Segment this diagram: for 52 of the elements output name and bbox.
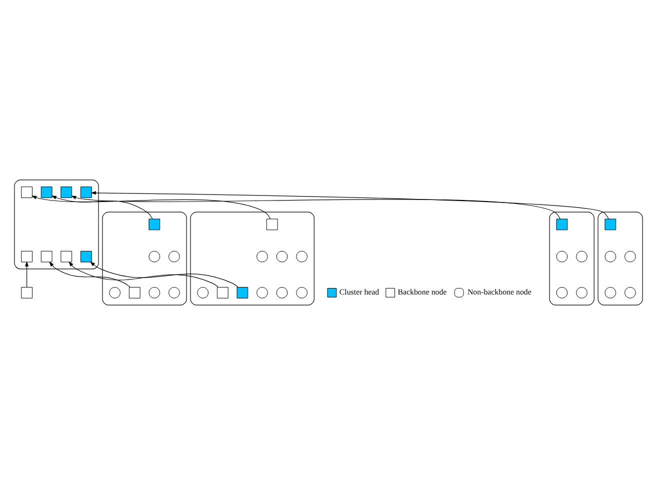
cluster <box>190 212 314 306</box>
arrow <box>49 261 130 288</box>
node-box <box>21 186 32 198</box>
node-box <box>556 218 568 230</box>
cluster <box>102 212 187 306</box>
node-box <box>148 218 160 230</box>
node-box <box>60 186 72 198</box>
node-circle <box>604 250 616 262</box>
arrow <box>68 261 219 288</box>
node-circle <box>109 287 121 298</box>
arrow <box>51 196 153 220</box>
node-box <box>266 218 278 230</box>
node-circle <box>296 287 308 298</box>
node-box <box>60 250 72 262</box>
node-box <box>236 287 248 298</box>
node-circle <box>296 250 308 262</box>
node-box <box>21 287 32 298</box>
cluster <box>14 180 99 270</box>
node-box <box>40 186 52 198</box>
node-circle <box>604 287 616 298</box>
node-circle <box>576 287 588 298</box>
node-circle <box>168 250 180 262</box>
arrow <box>90 261 238 288</box>
node-circle <box>276 250 288 262</box>
node-circle <box>576 250 588 262</box>
node-circle <box>276 287 288 298</box>
node-box <box>21 250 32 262</box>
legend-label: Backbone node <box>398 288 447 297</box>
cluster <box>549 212 594 306</box>
node-box <box>216 287 228 298</box>
node-box <box>80 186 92 198</box>
node-box <box>128 287 140 298</box>
node-circle <box>256 250 268 262</box>
legend-label: Cluster head <box>339 288 380 297</box>
node-circle <box>256 287 268 298</box>
node-circle <box>556 287 568 298</box>
arrow <box>31 196 271 220</box>
node-circle <box>148 287 160 298</box>
node-circle <box>148 250 160 262</box>
node-circle <box>197 287 209 298</box>
node-circle <box>168 287 180 298</box>
node-box <box>40 250 52 262</box>
arrow <box>90 191 609 220</box>
legend-label: Non-backbone node <box>467 288 532 297</box>
node-circle <box>624 287 636 298</box>
cluster <box>598 212 643 306</box>
arrow <box>25 261 29 288</box>
node-box <box>604 218 616 230</box>
arrow <box>71 196 560 220</box>
node-circle <box>556 250 568 262</box>
node-circle <box>624 250 636 262</box>
node-box <box>80 250 92 262</box>
